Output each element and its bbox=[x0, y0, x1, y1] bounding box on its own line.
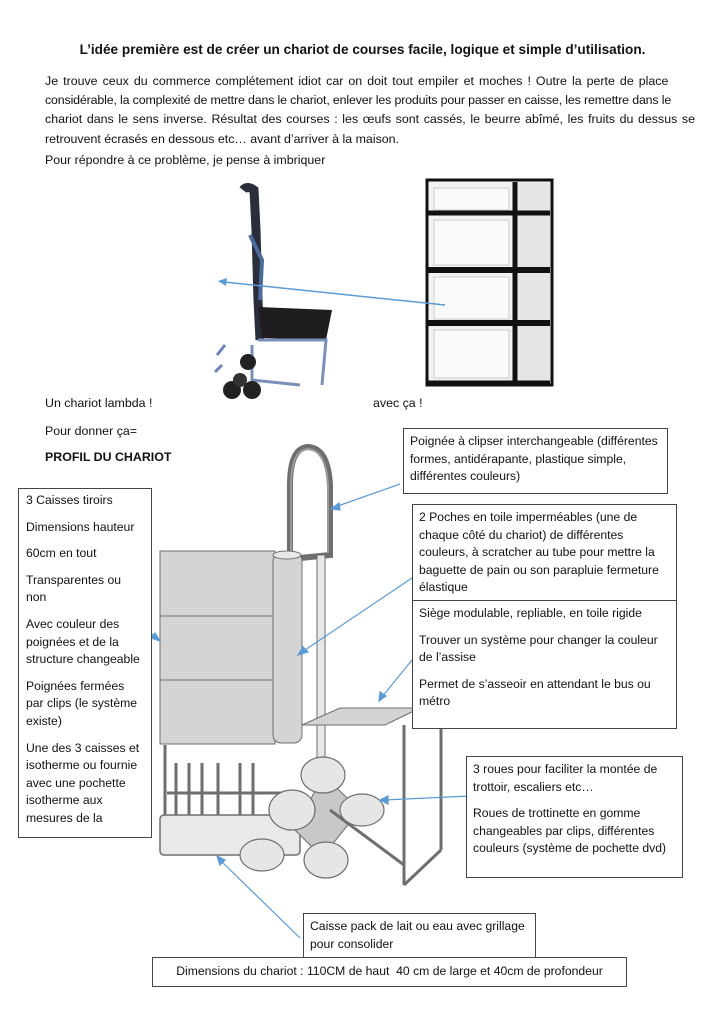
trolley-caption: Un chariot lambda ! bbox=[45, 396, 153, 410]
annotation-wheels: 3 roues pour faciliter la montée de trot… bbox=[466, 756, 683, 878]
dimensions-text: Dimensions du chariot : 110CM de haut 40… bbox=[176, 964, 603, 978]
document-title: L’idée première est de créer un chariot … bbox=[79, 42, 646, 57]
annotation-text: Poignées fermées par clips (le système e… bbox=[26, 678, 138, 728]
annotation-text: Trouver un système pour changer la coule… bbox=[419, 632, 658, 665]
intro-line: Je trouve ceux du commerce complétement … bbox=[45, 74, 669, 88]
annotation-text: 3 Caisses tiroirs bbox=[26, 493, 113, 507]
annotation-text: Caisse pack de lait ou eau avec grillage… bbox=[310, 919, 525, 951]
annotation-text: 3 roues pour faciliter la montée de trot… bbox=[473, 762, 658, 794]
annotation-crate: Caisse pack de lait ou eau avec grillage… bbox=[303, 913, 536, 958]
annotation-text: 2 Poches en toile imperméables (une de c… bbox=[419, 510, 659, 595]
trolley-sketch bbox=[159, 443, 443, 887]
drawer-tower-photo bbox=[425, 178, 554, 387]
drawers-caption: avec ça ! bbox=[373, 396, 423, 410]
annotation-text: Permet de s’asseoir en attendant le bus … bbox=[419, 676, 651, 709]
annotation-text: Poignée à clipser interchangeable (diffé… bbox=[410, 434, 658, 484]
annotation-text: Transparentes ou non bbox=[26, 572, 122, 605]
annotation-text: 60cm en tout bbox=[26, 546, 97, 561]
give-text: Pour donner ça= bbox=[45, 424, 137, 438]
annotation-text: Dimensions hauteur bbox=[26, 519, 135, 534]
intro-line: retrouvent écrasés en dessous etc… avant… bbox=[45, 131, 399, 146]
annotation-seat: Siège modulable, repliable, en toile rig… bbox=[412, 600, 677, 729]
arrow-drawers-to-trolley bbox=[223, 281, 446, 306]
intro-line: chariot dans le sens inverse. Résultat d… bbox=[45, 112, 696, 127]
annotation-text: Siège modulable, repliable, en toile rig… bbox=[419, 606, 642, 620]
intro-followup: Pour répondre à ce problème, je pense à … bbox=[45, 153, 326, 167]
intro-line: considérable, la complexité de mettre da… bbox=[45, 93, 672, 108]
annotation-pockets: 2 Poches en toile imperméables (une de c… bbox=[412, 504, 677, 601]
annotation-arrows bbox=[136, 483, 471, 939]
annotation-handle: Poignée à clipser interchangeable (diffé… bbox=[403, 428, 668, 494]
annotation-drawers: 3 Caisses tiroirs Dimensions hauteur 60c… bbox=[18, 488, 152, 838]
trolley-photo bbox=[213, 183, 332, 399]
annotation-text: Roues de trottinette en gomme changeable… bbox=[473, 806, 667, 856]
annotation-text: Une des 3 caisses et isotherme ou fourni… bbox=[26, 740, 140, 825]
dimensions-box: Dimensions du chariot : 110CM de haut 40… bbox=[152, 957, 627, 987]
annotation-text: Avec couleur des poignées et de la struc… bbox=[26, 616, 140, 667]
profile-heading: PROFIL DU CHARIOT bbox=[45, 450, 172, 464]
intro-paragraph: Je trouve ceux du commerce complétement … bbox=[45, 72, 696, 149]
